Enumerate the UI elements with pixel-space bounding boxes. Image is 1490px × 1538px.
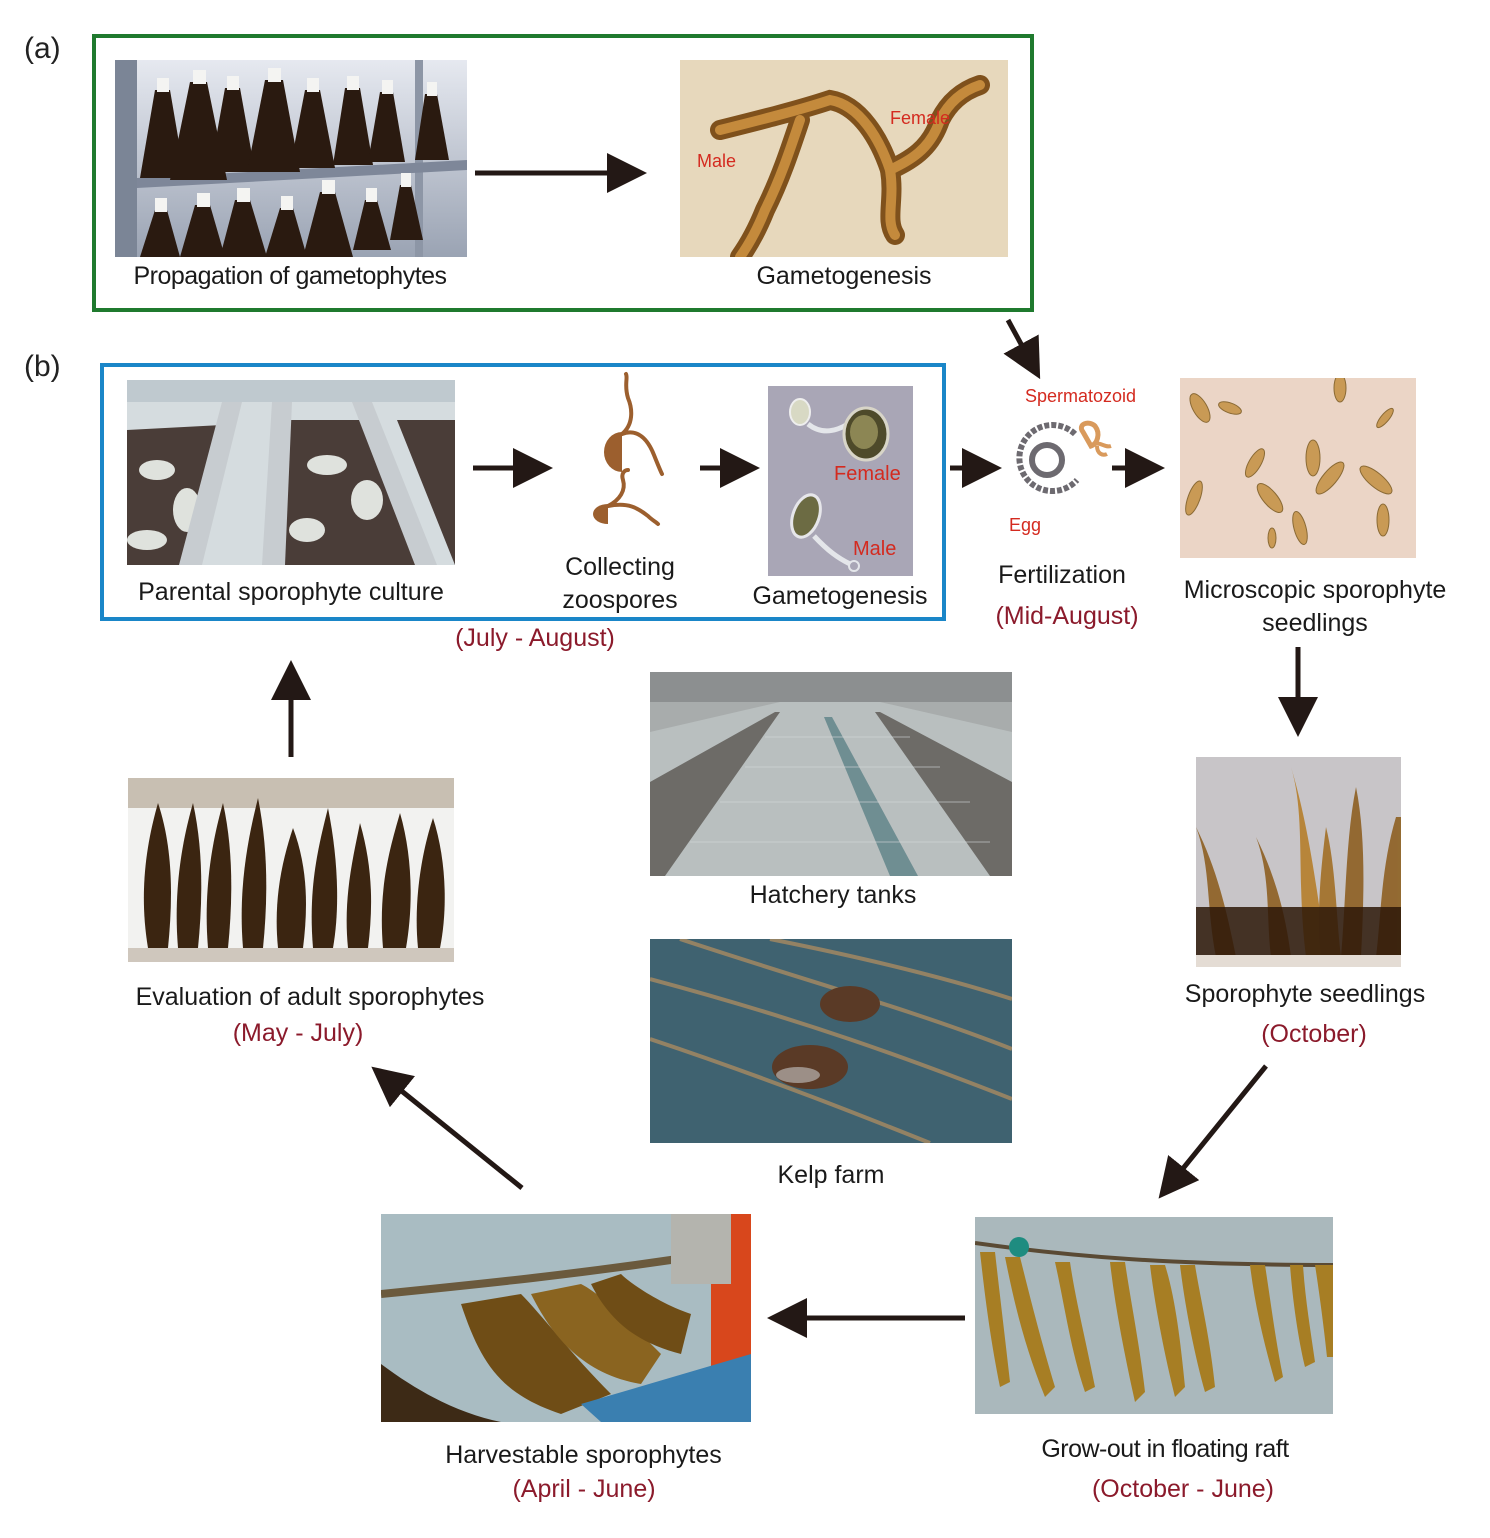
- sporophyte-culture-tanks-photo: [127, 380, 455, 565]
- caption-sporophyte-seedlings: Sporophyte seedlings: [1184, 980, 1426, 1008]
- date-may-july: (May - July): [232, 1019, 364, 1047]
- annotation-male-b: Male: [853, 538, 897, 560]
- caption-grow-out-in-floating-raft: Grow-out in floating raft: [1041, 1435, 1289, 1463]
- egg-and-spermatozoid-illustration: [1005, 420, 1125, 500]
- caption-microscopic-line-1: Microscopic sporophyte: [1183, 576, 1447, 604]
- caption-hatchery-tanks: Hatchery tanks: [749, 881, 917, 909]
- gametes-micrograph: [768, 386, 913, 576]
- harvestable-sporophytes-photo: [381, 1214, 751, 1422]
- arrow-harvest-to-evaluation: [371, 1066, 524, 1190]
- egg-label: Egg: [1009, 515, 1042, 535]
- caption-gametogenesis-a: Gametogenesis: [756, 262, 932, 290]
- spermatozoid-label: Spermatozoid: [1025, 386, 1137, 406]
- arrow-seedlings-to-growout: [1158, 1064, 1268, 1199]
- hatchery-tanks-photo: [650, 672, 1012, 876]
- caption-microscopic-sporophyte-seedlings: Microscopic sporophyte seedlings: [1160, 574, 1470, 640]
- caption-parental-sporophyte-culture: Parental sporophyte culture: [138, 578, 444, 606]
- grow-out-floating-raft-photo: [975, 1217, 1333, 1414]
- panel-a-label: (a): [24, 32, 61, 65]
- annotation-male-a: Male: [697, 151, 737, 171]
- panel-b-label: (b): [24, 350, 61, 383]
- zoospore-illustration: [578, 370, 688, 530]
- panel-b-box: [100, 363, 946, 621]
- date-april-june: (April - June): [512, 1475, 656, 1503]
- caption-evaluation-of-adult-sporophytes: Evaluation of adult sporophytes: [135, 983, 485, 1011]
- annotation-female-a: Female: [890, 108, 951, 128]
- panel-a-box: [92, 34, 1034, 312]
- caption-collecting-line-2: zoospores: [562, 586, 678, 614]
- caption-collecting-line-1: Collecting: [565, 553, 675, 581]
- caption-kelp-farm: Kelp farm: [777, 1161, 885, 1189]
- caption-collecting-zoospores: Collecting zoospores: [545, 551, 695, 617]
- kelp-farm-aerial-photo: [650, 939, 1012, 1143]
- date-mid-august: (Mid-August): [995, 602, 1139, 630]
- date-july-august: (July - August): [455, 624, 615, 652]
- microscopic-sporophyte-micrograph: [1180, 378, 1416, 558]
- date-october: (October): [1261, 1020, 1367, 1048]
- annotation-female-b: Female: [834, 463, 901, 485]
- caption-gametogenesis-b: Gametogenesis: [752, 582, 928, 610]
- caption-microscopic-line-2: seedlings: [1262, 609, 1368, 637]
- arrow-panel-a-to-fertilization: [1003, 318, 1041, 380]
- caption-propagation-of-gametophytes: Propagation of gametophytes: [133, 262, 447, 290]
- adult-sporophytes-photo: [128, 778, 454, 962]
- flasks-on-shelves-photo: [115, 60, 467, 257]
- caption-fertilization: Fertilization: [998, 561, 1126, 589]
- caption-harvestable-sporophytes: Harvestable sporophytes: [445, 1441, 722, 1469]
- date-october-june: (October - June): [1091, 1475, 1274, 1503]
- gametophyte-micrograph: [680, 60, 1008, 257]
- sporophyte-seedlings-photo: [1196, 757, 1401, 967]
